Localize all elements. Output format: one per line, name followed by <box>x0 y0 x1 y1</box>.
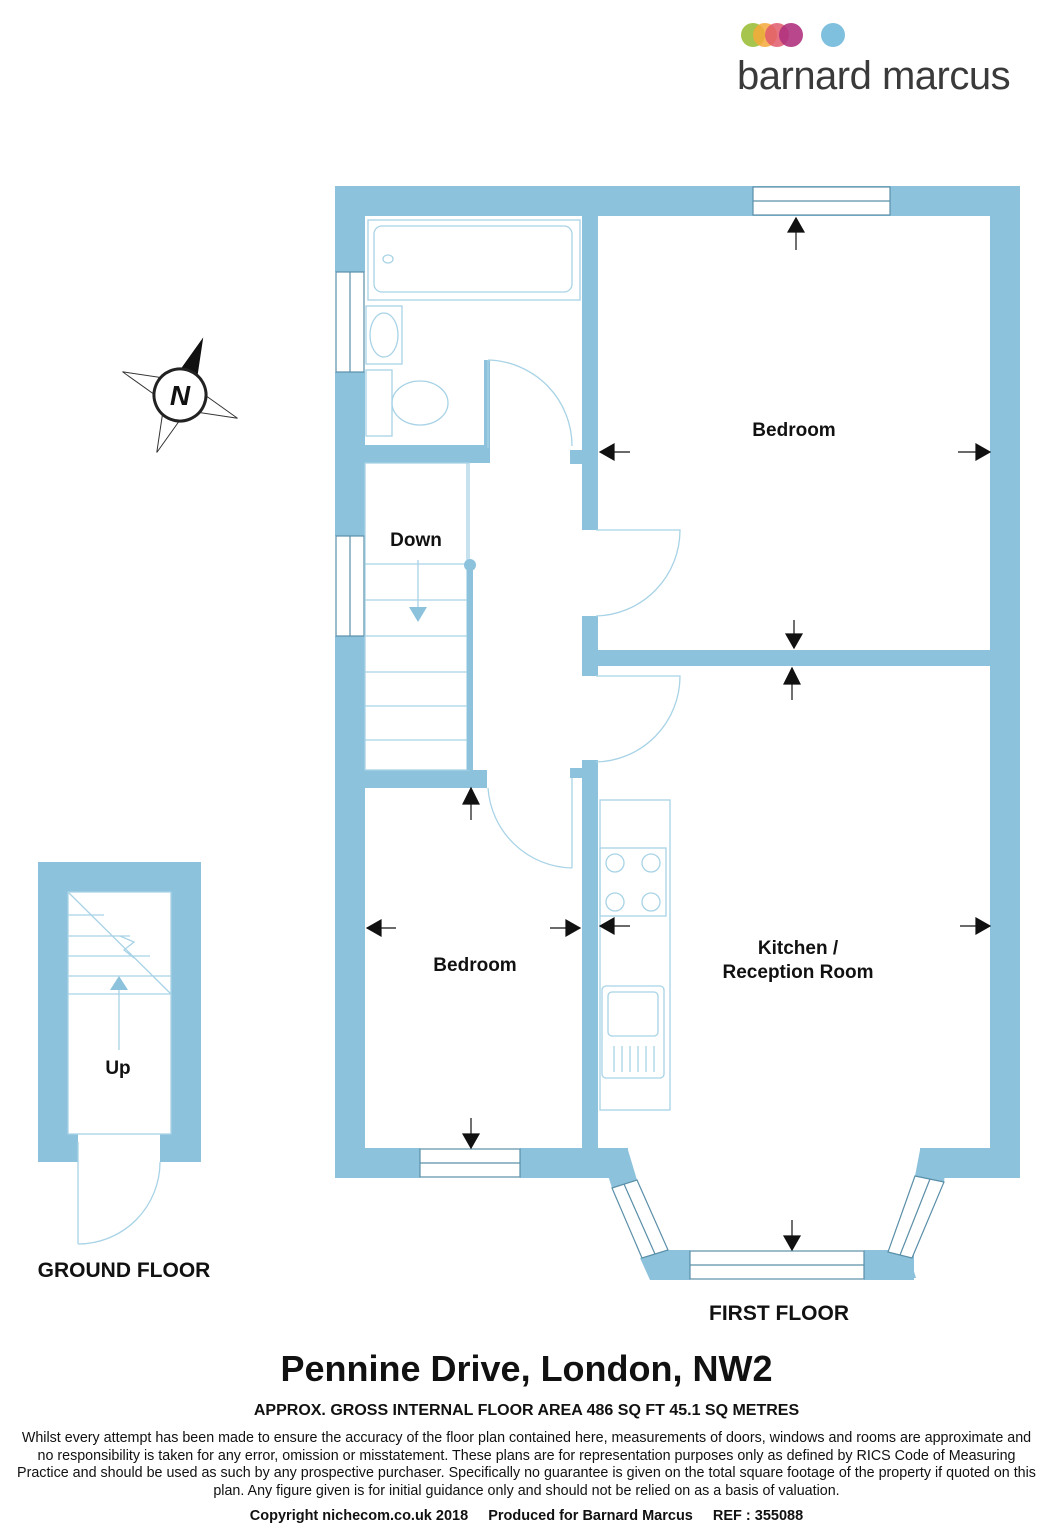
staircase-first-floor <box>364 462 470 771</box>
compass <box>122 337 238 453</box>
ground-floor-walls <box>38 862 201 1162</box>
room-label-bedroom-bottom: Bedroom <box>433 955 516 976</box>
wall-bedroom-kitchen <box>598 650 990 666</box>
stairs-up-label: Up <box>105 1058 130 1079</box>
wall-bathroom-door-jamb <box>484 360 490 463</box>
window-bay-right <box>887 1175 945 1259</box>
copyright-line: Copyright nichecom.co.uk 2018 Produced f… <box>0 1508 1053 1524</box>
door-kitchen <box>595 675 681 763</box>
door-bedroom-bottom <box>487 778 573 869</box>
bathroom-sink <box>365 305 403 365</box>
gf-wall-bottom-right <box>160 1134 201 1162</box>
first-floor-walls <box>335 186 1020 1280</box>
ground-floor-fixtures <box>67 891 172 1245</box>
wall-center-stub <box>570 450 584 464</box>
reference-text: REF : 355088 <box>712 1508 804 1524</box>
wall-left-upper <box>335 186 365 272</box>
brand-dots <box>741 23 845 47</box>
wall-left-lower <box>335 636 365 1176</box>
room-label-bedroom-top: Bedroom <box>752 420 835 441</box>
door-bathroom <box>487 359 573 448</box>
wall-left-mid <box>335 372 365 536</box>
kitchen-counter <box>599 799 671 1111</box>
gf-door-jamb <box>70 1134 78 1142</box>
gf-front-door <box>77 1142 161 1245</box>
wall-landing-stub <box>570 768 584 778</box>
disclaimer-text: Whilst every attempt has been made to en… <box>17 1430 1036 1499</box>
door-bedroom-top <box>595 529 681 617</box>
wall-center-upper <box>582 216 598 530</box>
produced-for-text: Produced for Barnard Marcus <box>488 1508 693 1524</box>
logo-dot-4 <box>779 23 803 47</box>
bay-wall-left <box>600 1150 637 1188</box>
first-floor-windows <box>335 186 945 1280</box>
logo-dot-5 <box>821 23 845 47</box>
wall-center-lower <box>582 760 598 1150</box>
stairs-down-label: Down <box>390 530 442 551</box>
wall-center-mid <box>582 616 598 676</box>
gf-wall-right <box>171 862 201 1162</box>
hob <box>599 847 667 917</box>
first-floor-fixtures <box>364 219 681 1111</box>
wall-bottom-left-a <box>335 1148 420 1178</box>
wall-right <box>990 186 1020 1178</box>
room-label-kitchen-line1: Kitchen / <box>758 938 839 959</box>
brand-logo: barnard marcus <box>729 20 1029 100</box>
wall-bathroom-bottom <box>365 445 487 463</box>
gf-wall-left <box>38 862 68 1162</box>
dimension-arrows <box>365 216 992 1252</box>
room-label-kitchen-line2: Reception Room <box>723 962 874 983</box>
gf-staircase <box>67 891 172 1135</box>
bay-wall-bottom-left <box>640 1250 690 1280</box>
property-title: Pennine Drive, London, NW2 <box>280 1348 773 1389</box>
compass-label: N <box>170 380 191 411</box>
kitchen-sink <box>601 985 665 1079</box>
brand-name: barnard marcus <box>737 54 1011 98</box>
floor-area: APPROX. GROSS INTERNAL FLOOR AREA 486 SQ… <box>253 1402 800 1419</box>
copyright-text: Copyright nichecom.co.uk 2018 <box>249 1508 469 1524</box>
ground-floor-label: GROUND FLOOR <box>38 1259 211 1282</box>
toilet <box>365 369 393 437</box>
first-floor-label: FIRST FLOOR <box>709 1302 849 1325</box>
bay-wall-right-lower <box>888 1252 916 1278</box>
stairs-up-arrow <box>110 976 128 990</box>
bay-wall-right <box>915 1150 948 1182</box>
bathtub <box>367 219 581 301</box>
wall-stairs-bottom <box>365 770 487 788</box>
wall-top <box>335 186 1020 216</box>
stair-rail <box>409 559 476 770</box>
stairs-down-arrow <box>409 607 427 622</box>
